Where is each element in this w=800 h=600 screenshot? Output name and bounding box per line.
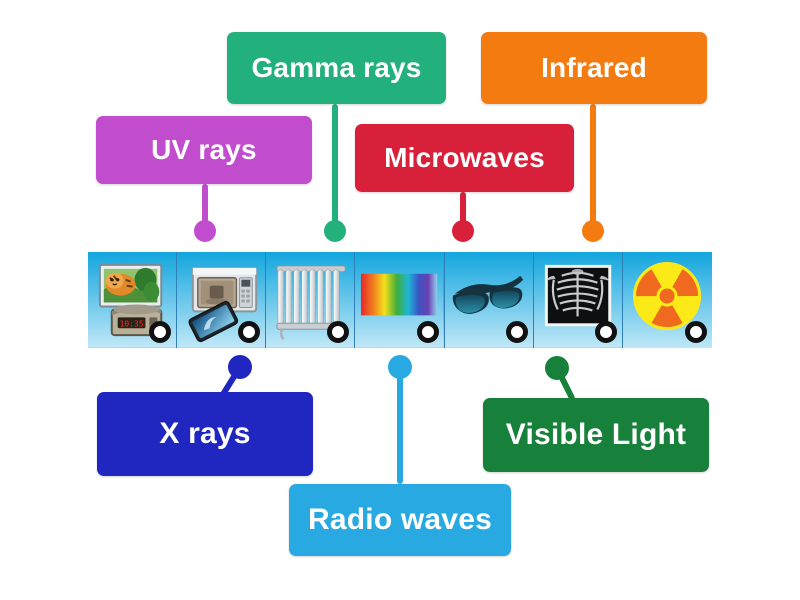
answer-slot-circle-5[interactable]: [505, 321, 528, 343]
answer-slot-circle-3[interactable]: [327, 321, 350, 343]
cell-radiator[interactable]: [266, 252, 356, 348]
label-text: Visible Light: [505, 418, 687, 451]
connector-dot-x-rays[interactable]: [228, 355, 252, 379]
label-card-uv-rays[interactable]: UV rays: [96, 116, 312, 184]
connector-line-infrared: [590, 104, 596, 231]
label-text: Gamma rays: [251, 52, 422, 83]
connector-line-gamma-rays: [332, 104, 338, 231]
connector-dot-visible-light[interactable]: [545, 356, 569, 380]
answer-slot-circle-1[interactable]: [149, 321, 172, 343]
label-text: Radio waves: [308, 503, 492, 536]
answer-slot-circle-6[interactable]: [594, 321, 617, 343]
answer-slot-circle-4[interactable]: [416, 321, 439, 343]
connector-dot-infrared[interactable]: [582, 220, 604, 242]
label-text: UV rays: [151, 134, 257, 165]
label-text: Microwaves: [384, 142, 545, 173]
cell-xray-chest[interactable]: [533, 252, 623, 348]
image-strip: 10:35: [88, 252, 712, 348]
label-card-radio-waves[interactable]: Radio waves: [289, 484, 511, 556]
label-text: X rays: [159, 417, 251, 450]
cell-sunglasses[interactable]: [444, 252, 534, 348]
rainbow-colour-spectrum-icon: [355, 252, 444, 348]
cell-spectrum[interactable]: [355, 252, 445, 348]
label-card-gamma-rays[interactable]: Gamma rays: [227, 32, 446, 104]
connector-line-radio-waves: [397, 367, 403, 484]
connector-dot-radio-waves[interactable]: [388, 355, 412, 379]
label-card-infrared[interactable]: Infrared: [481, 32, 707, 104]
heating-radiator-icon: [266, 252, 355, 348]
sunglasses-icon: [444, 252, 533, 348]
cell-microwave-phone[interactable]: [177, 252, 267, 348]
answer-slot-circle-2[interactable]: [238, 321, 261, 343]
label-card-x-rays[interactable]: X rays: [97, 392, 313, 476]
connector-dot-microwaves[interactable]: [452, 220, 474, 242]
cell-tv-radio[interactable]: 10:35: [88, 252, 178, 348]
connector-dot-uv-rays[interactable]: [194, 220, 216, 242]
cell-radiation[interactable]: [622, 252, 712, 348]
label-card-visible-light[interactable]: Visible Light: [483, 398, 709, 472]
label-text: Infrared: [541, 52, 647, 83]
label-card-microwaves[interactable]: Microwaves: [355, 124, 574, 192]
connector-dot-gamma-rays[interactable]: [324, 220, 346, 242]
svg-text:10:35: 10:35: [120, 319, 144, 328]
answer-slot-circle-7[interactable]: [684, 321, 707, 343]
